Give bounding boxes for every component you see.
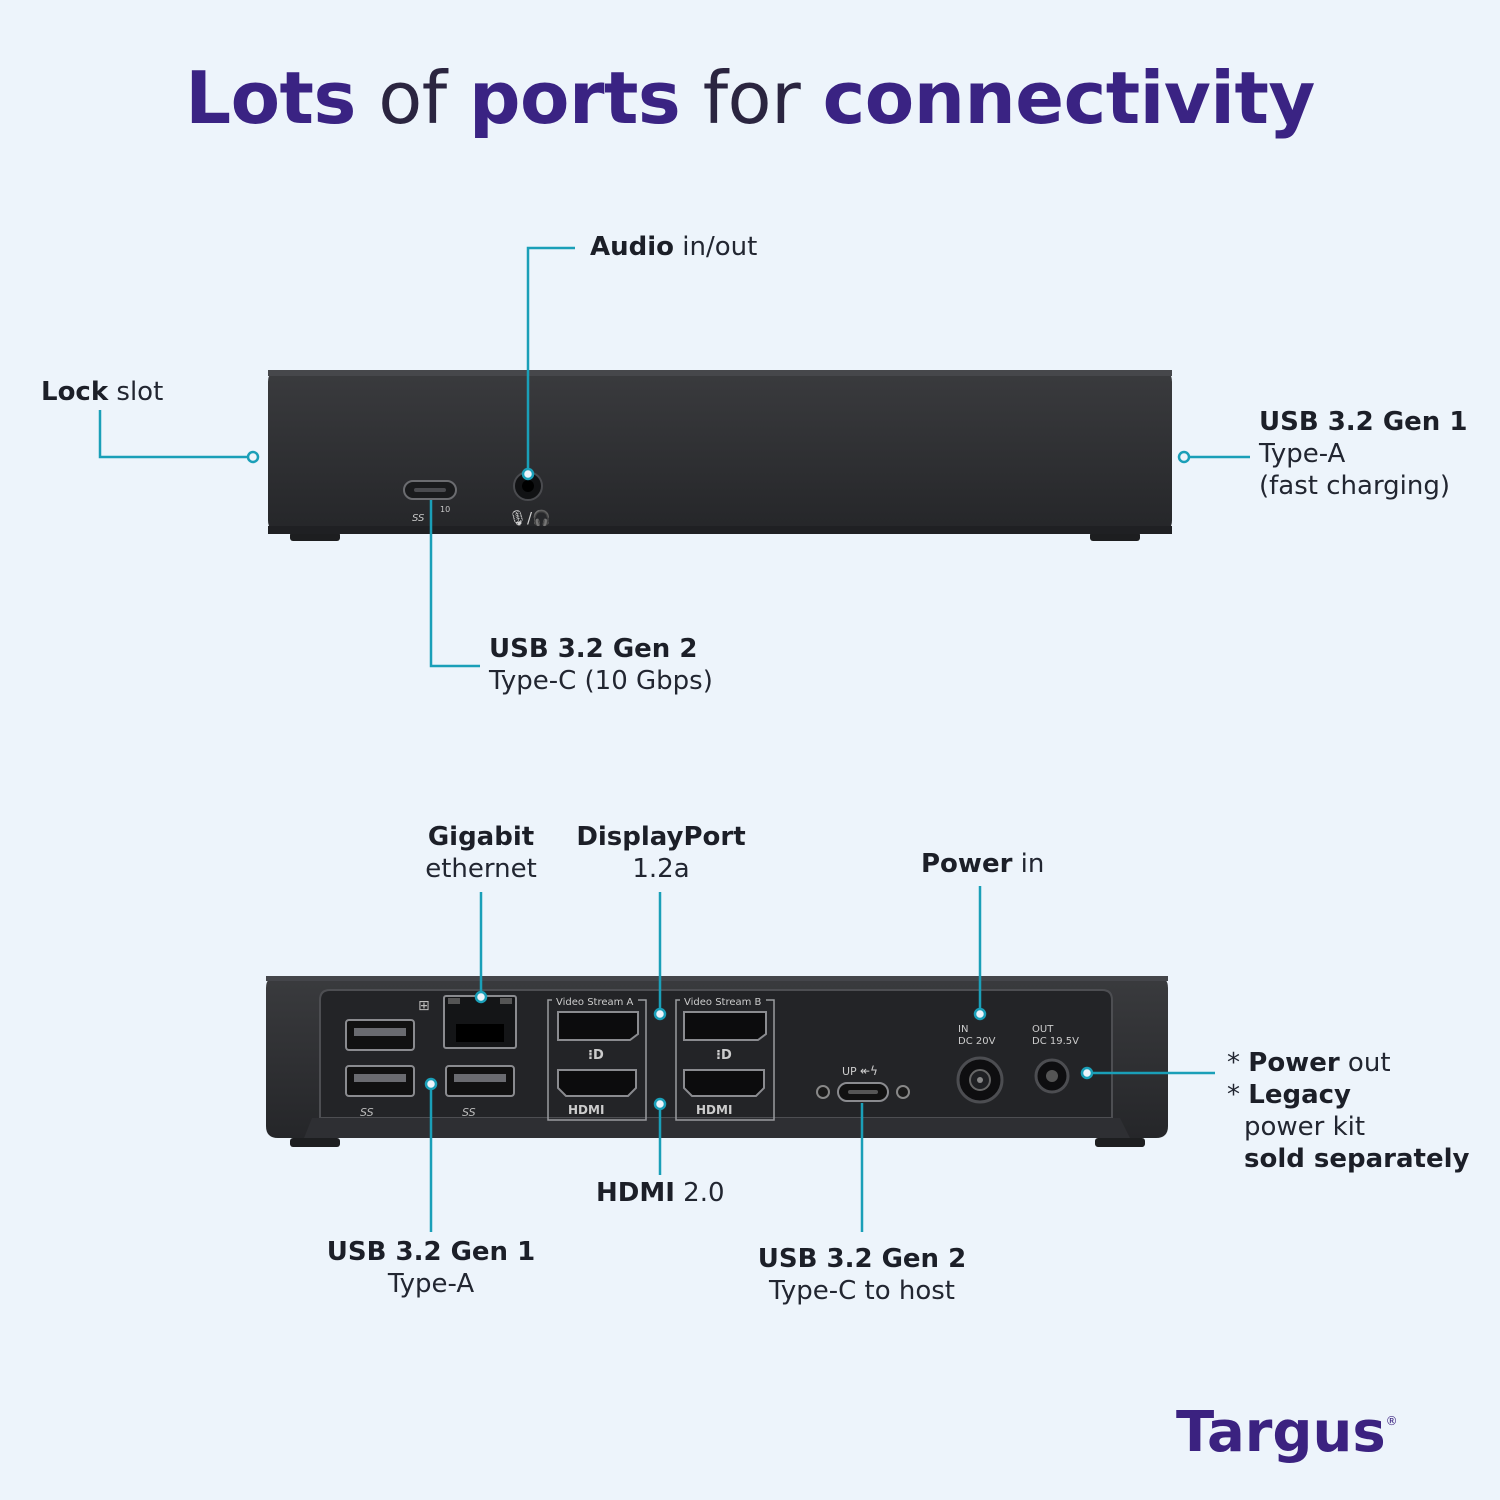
rear-callout-lines	[429, 886, 1215, 1232]
headline-word-lots: Lots	[185, 56, 356, 140]
targus-logo: Targus®	[1176, 1400, 1398, 1465]
rear-device: SS SS ⊞ Video Stream A ⁝D HDMI Video Str…	[266, 976, 1168, 1147]
headline-word-of: of	[378, 56, 447, 140]
headline-word-ports: ports	[469, 56, 681, 140]
svg-text:HDMI: HDMI	[568, 1103, 604, 1117]
svg-text:IN: IN	[958, 1024, 968, 1035]
label-front-usb-a: USB 3.2 Gen 1 Type-A (fast charging)	[1259, 407, 1468, 501]
svg-text:SS: SS	[462, 1106, 476, 1119]
label-front-usb-c: USB 3.2 Gen 2 Type-C (10 Gbps)	[489, 634, 713, 696]
svg-text:⊞: ⊞	[418, 998, 430, 1014]
svg-text:OUT: OUT	[1032, 1024, 1054, 1035]
svg-text:SS: SS	[360, 1106, 374, 1119]
rear-video-stream-a: Video Stream A ⁝D HDMI	[547, 996, 647, 1121]
rear-usb-a-ports: SS SS	[345, 1019, 515, 1119]
label-usb-c-host: USB 3.2 Gen 2 Type-C to host	[757, 1244, 967, 1306]
front-callout-lines	[98, 246, 1250, 668]
front-callout-dots	[246, 450, 1191, 481]
label-displayport: DisplayPort 1.2a	[576, 822, 746, 884]
headline-word-for: for	[702, 56, 801, 140]
rear-power-ports: IN DC 20V OUT DC 19.5V	[956, 1024, 1079, 1104]
front-device: SS 10 🎙/🎧	[268, 370, 1172, 541]
svg-text:DC 20V: DC 20V	[958, 1036, 996, 1047]
svg-text:SS: SS	[412, 513, 425, 524]
svg-text:⁝D: ⁝D	[588, 1048, 604, 1063]
label-ethernet: Gigabit ethernet	[425, 822, 537, 884]
svg-text:HDMI: HDMI	[696, 1103, 732, 1117]
label-audio: Audio in/out	[590, 232, 758, 262]
label-lock-slot: Lock slot	[41, 377, 164, 407]
svg-text:DC 19.5V: DC 19.5V	[1032, 1036, 1079, 1047]
label-power-out: * Power out * Legacy power kit sold sepa…	[1227, 1048, 1470, 1174]
rear-ethernet-port: ⊞	[418, 995, 517, 1049]
svg-text:🎙/🎧: 🎙/🎧	[508, 509, 551, 527]
rear-callout-dots	[424, 990, 1094, 1111]
front-usb-c-port: SS 10	[403, 480, 457, 524]
svg-text:10: 10	[440, 505, 450, 514]
svg-text:⁝D: ⁝D	[716, 1048, 732, 1063]
headline-word-connectivity: connectivity	[822, 56, 1316, 140]
headline: Lots of ports for connectivity	[0, 62, 1500, 134]
label-rear-usb-a: USB 3.2 Gen 1 Type-A	[326, 1237, 536, 1299]
rear-video-stream-b: Video Stream B ⁝D HDMI	[675, 996, 775, 1121]
label-hdmi: HDMI 2.0	[596, 1178, 725, 1208]
label-power-in: Power in	[921, 849, 1045, 879]
svg-text:Video Stream A: Video Stream A	[556, 997, 634, 1008]
svg-text:UP: UP	[842, 1065, 857, 1078]
rear-usb-c-host-port: UP ↞ϟ	[816, 1064, 910, 1102]
svg-text:↞ϟ: ↞ϟ	[860, 1064, 878, 1078]
svg-text:Video Stream B: Video Stream B	[684, 997, 762, 1008]
